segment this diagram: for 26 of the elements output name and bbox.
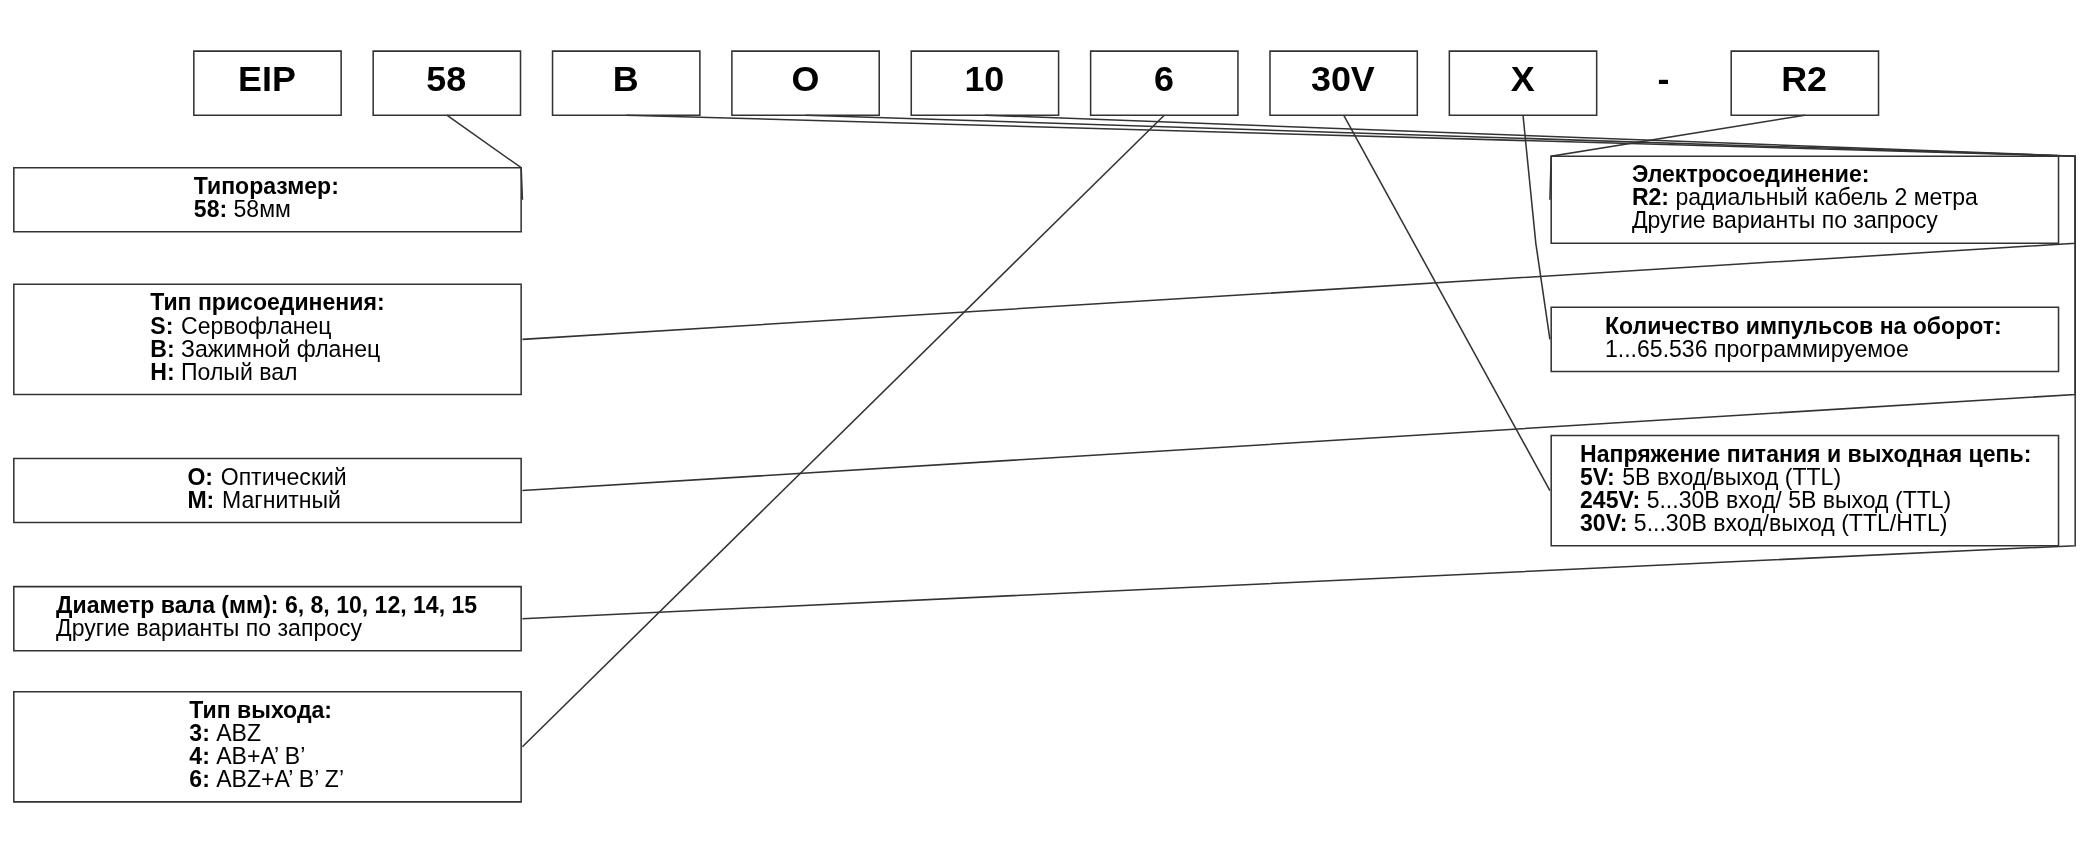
connector (521, 114, 2076, 492)
node-box: Электросоединение: R2: радиальный кабель 2 метра Другие варианты по запросу (1550, 155, 2060, 245)
node-box: X (1448, 50, 1598, 116)
node-box: Диаметр вала (мм): 6, 8, 10, 12, 14, 15 Другие варианты по запросу (13, 585, 522, 652)
connector (521, 114, 2076, 341)
connector (521, 114, 2076, 620)
node-box: O: Оптический M: Магнитный (13, 457, 522, 524)
node-box: Типоразмер: 58: 58мм (13, 166, 522, 233)
node-box: 30V (1269, 50, 1419, 116)
node-box: Тип присоединения: S: Сервофланец B: Зажимной фланец H: Полый вал (13, 283, 522, 396)
node-box: 6 (1089, 50, 1239, 116)
node-box: Количество импульсов на оборот: 1...65.536 программируемое (1550, 306, 2060, 373)
node-box: 10 (910, 50, 1060, 116)
node-box: O (731, 50, 880, 116)
connector (1522, 114, 1551, 341)
connector (521, 114, 1166, 748)
node-box: Напряжение питания и выходная цепь: 5V: 5В вход/выход (TTL) 245V: 5...30В вход/ 5В выход (TTL) 30V: 5...30В вход/выход (TTL/HTL) (1550, 434, 2060, 547)
connector (446, 114, 524, 201)
node-box: R2 (1730, 50, 1880, 116)
node-box: Тип выхода: 3: ABZ 4: AB+A’ B’ 6: ABZ+A’ B’ Z’ (13, 690, 522, 803)
label: - (1657, 58, 1670, 99)
node-box: EIP (193, 50, 342, 116)
node-box: B (551, 50, 701, 116)
connector (1342, 114, 1551, 492)
connector (1549, 114, 1806, 201)
node-box: 58 (372, 50, 522, 116)
